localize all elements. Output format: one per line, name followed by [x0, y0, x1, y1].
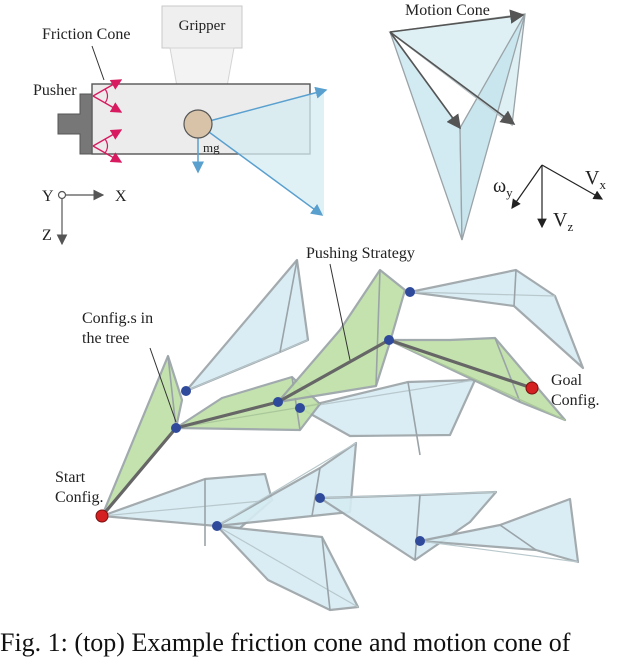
friction-cone-label: Friction Cone	[42, 26, 130, 43]
force-cone	[198, 90, 324, 215]
mg-label: mg	[203, 140, 220, 155]
tree-node	[384, 335, 394, 345]
tree-cone	[418, 497, 580, 564]
tree-cone	[298, 378, 477, 456]
axis-z-label: Z	[42, 227, 52, 244]
v-x-label: Vx	[585, 167, 606, 192]
start-label-line1: Start	[55, 469, 86, 486]
omega-y-label: ωy	[493, 175, 513, 200]
friction-cone-top	[92, 79, 123, 113]
configs-leader	[149, 347, 177, 423]
goal-node	[525, 381, 539, 395]
pusher-label: Pusher	[33, 82, 77, 99]
motion-ray-1	[389, 9, 525, 33]
pushing-strategy-label: Pushing Strategy	[306, 245, 415, 262]
start-node	[95, 509, 109, 523]
strategy-cone	[276, 268, 407, 404]
tree-cone	[318, 490, 498, 562]
velocity-axes: ωy Vx Vz	[493, 164, 606, 234]
gripper-block	[161, 5, 243, 49]
configs-label-line1: Config.s in	[82, 310, 153, 327]
axis-x-label: X	[115, 188, 127, 205]
tree-cone	[184, 258, 310, 393]
axis-y-label: Y	[42, 188, 54, 205]
configs-label-line2: the tree	[82, 330, 130, 347]
tree-node	[171, 423, 181, 433]
pusher-tool	[57, 93, 93, 155]
tree-cone	[215, 524, 360, 612]
tree-node	[273, 397, 283, 407]
force-ray-up	[197, 86, 328, 125]
motion-cone-label: Motion Cone	[405, 2, 490, 19]
tree-node	[181, 386, 191, 396]
tree-node	[295, 403, 305, 413]
goal-label-line1: Goal	[551, 372, 583, 389]
force-ray-down	[197, 123, 324, 216]
tree-node	[315, 493, 325, 503]
pushing-strategy-leader	[329, 263, 351, 361]
center-of-mass	[183, 109, 213, 139]
v-z-label: Vz	[553, 209, 573, 234]
tree-cone	[215, 441, 358, 528]
tree-cone	[408, 268, 585, 370]
friction-cone-leader	[91, 45, 105, 81]
figure-caption: Fig. 1: (top) Example friction cone and …	[0, 628, 571, 657]
motion-cone-face-right	[459, 13, 526, 241]
search-tree: Pushing Strategy Config.s in the tree Go…	[55, 245, 599, 612]
axes-xyz: Y X Z	[42, 188, 127, 246]
tree-node	[405, 287, 415, 297]
friction-cone-bottom	[92, 129, 123, 163]
goal-label-line2: Config.	[551, 392, 599, 409]
tree-node	[212, 521, 222, 531]
start-label-line2: Config.	[55, 489, 103, 506]
motion-cone-figure: Motion Cone ωy Vx Vz	[388, 2, 606, 241]
motion-ray-3	[389, 31, 461, 130]
pushing-schematic: Gripper mg Pusher Friction Cone	[33, 5, 328, 246]
strategy-cone	[387, 336, 567, 422]
gripper-label: Gripper	[179, 18, 226, 34]
tree-node	[415, 536, 425, 546]
motion-ray-2	[389, 31, 516, 125]
